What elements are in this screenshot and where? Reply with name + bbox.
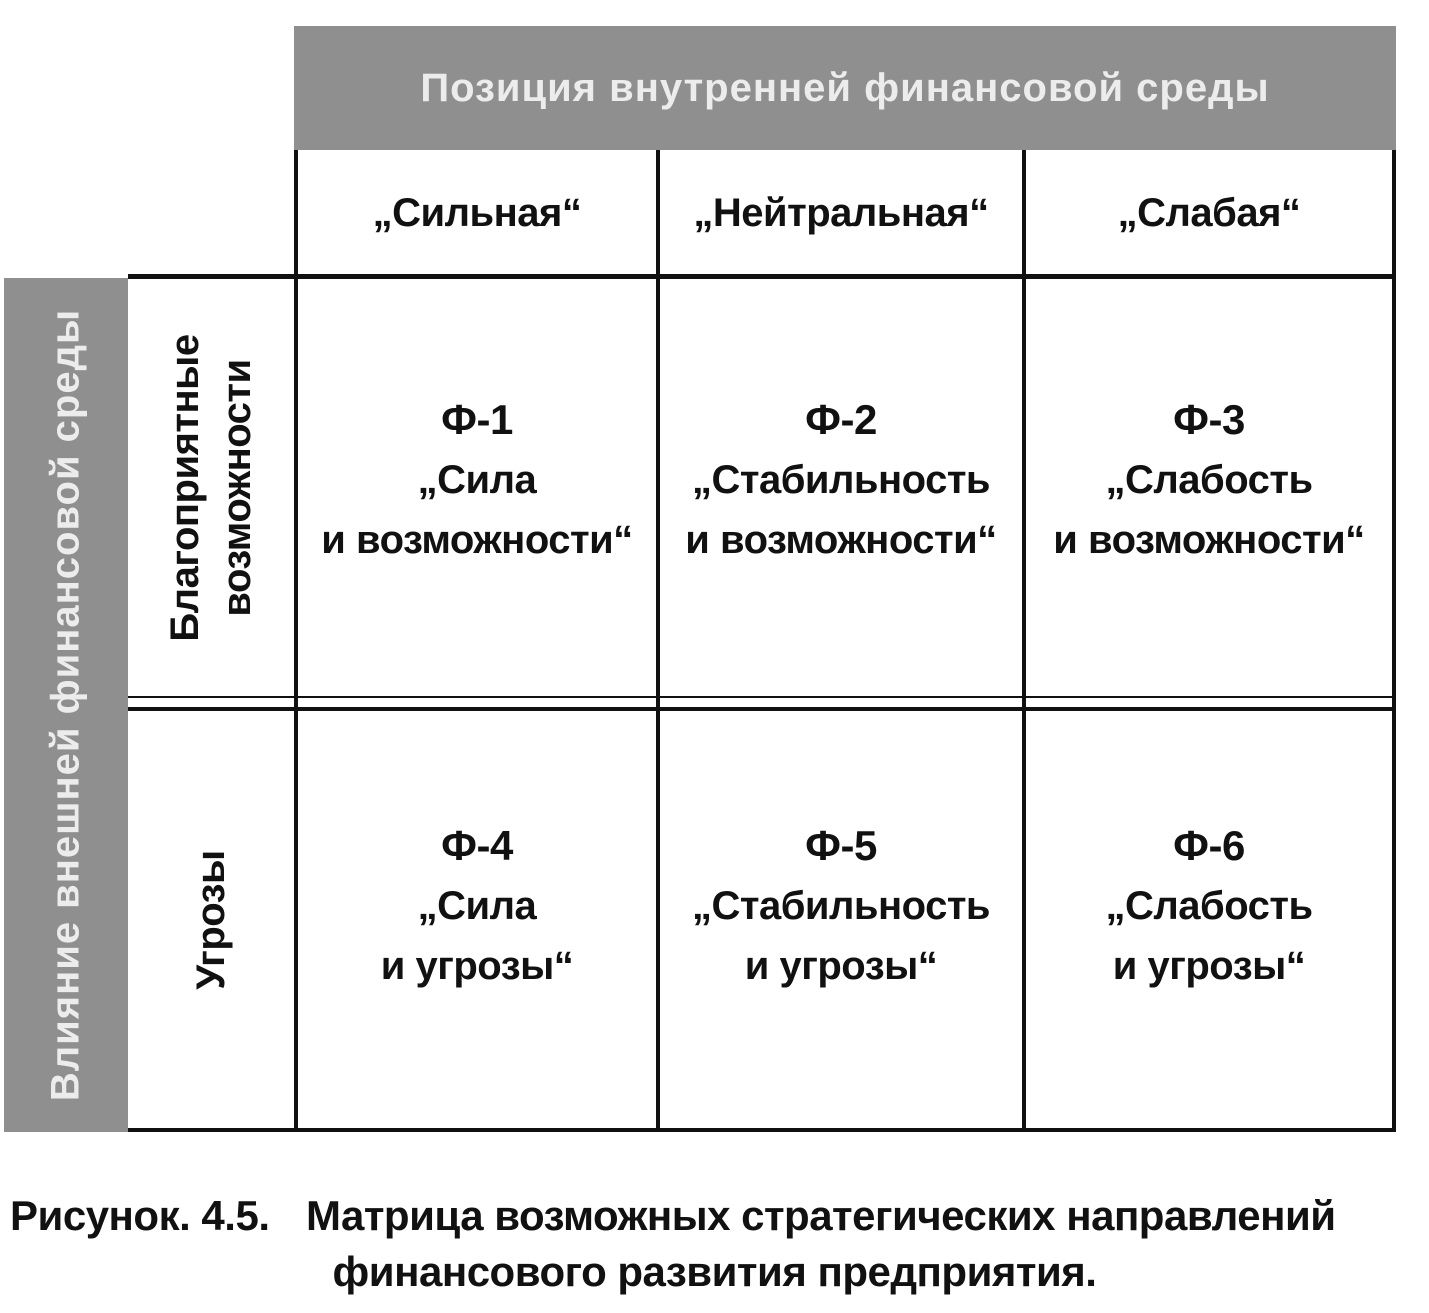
cell-f6-code: Ф-6: [1173, 822, 1245, 869]
cell-f3-line2: и возможности“: [1053, 518, 1365, 562]
cell-f3-line1: „Слабость: [1105, 458, 1313, 502]
column-header-weak: „Слабая“: [1117, 190, 1301, 235]
column-header-neutral: „Нейтральная“: [693, 190, 989, 235]
cell-f1-line1: „Сила: [417, 458, 537, 502]
internal-environment-title: Позиция внутренней финансовой среды: [420, 65, 1270, 110]
external-environment-title: Влияние внешней финансовой среды: [43, 308, 88, 1102]
internal-environment-header: Позиция внутренней финансовой среды: [294, 26, 1396, 150]
row-label-opportunities-line2: возможности: [215, 358, 259, 617]
cell-f4-line2: и угрозы“: [380, 944, 574, 988]
row-label-opportunities-line1: Благоприятные: [163, 333, 207, 642]
column-header-strong: „Сильная“: [372, 190, 582, 235]
column-divider-2: [1022, 150, 1026, 1132]
cell-f5-line1: „Стабильность: [691, 884, 991, 928]
figure-number: Рисунок. 4.5.: [10, 1192, 270, 1239]
cell-f1-code: Ф-1: [441, 396, 513, 443]
cell-f2: Ф-2 „Стабильность и возможности“: [660, 390, 1022, 570]
cell-f4-code: Ф-4: [441, 822, 513, 869]
matrix-bottom-rule: [128, 1128, 1396, 1132]
header-bottom-rule: [128, 274, 1396, 279]
cell-f2-code: Ф-2: [805, 396, 877, 443]
cell-f1: Ф-1 „Сила и возможности“: [298, 390, 656, 570]
cell-f6-line2: и угрозы“: [1112, 944, 1306, 988]
cell-f1-line2: и возможности“: [321, 518, 633, 562]
cell-f5-code: Ф-5: [805, 822, 877, 869]
cell-f2-line1: „Стабильность: [691, 458, 991, 502]
cell-f5-line2: и угрозы“: [744, 944, 938, 988]
figure-caption-line1: Матрица возможных стратегических направл…: [306, 1192, 1336, 1239]
column-divider-1: [656, 150, 660, 1132]
cell-f4: Ф-4 „Сила и угрозы“: [298, 816, 656, 996]
cell-f4-line1: „Сила: [417, 884, 537, 928]
figure-caption-line2: финансового развития предприятия.: [332, 1248, 1097, 1295]
cell-f6: Ф-6 „Слабость и угрозы“: [1026, 816, 1392, 996]
cell-f3-code: Ф-3: [1173, 396, 1245, 443]
cell-f6-line1: „Слабость: [1105, 884, 1313, 928]
row-divider-top: [128, 696, 1396, 698]
cell-f2-line2: и возможности“: [685, 518, 997, 562]
row-label-opportunities: Благоприятные возможности: [128, 279, 294, 696]
row-label-threats: Угрозы: [128, 711, 294, 1128]
cell-f5: Ф-5 „Стабильность и угрозы“: [660, 816, 1022, 996]
row-label-threats-text: Угрозы: [189, 849, 233, 990]
external-environment-header: Влияние внешней финансовой среды: [4, 278, 128, 1132]
row-divider-bottom: [128, 707, 1396, 711]
cell-f3: Ф-3 „Слабость и возможности“: [1026, 390, 1392, 570]
